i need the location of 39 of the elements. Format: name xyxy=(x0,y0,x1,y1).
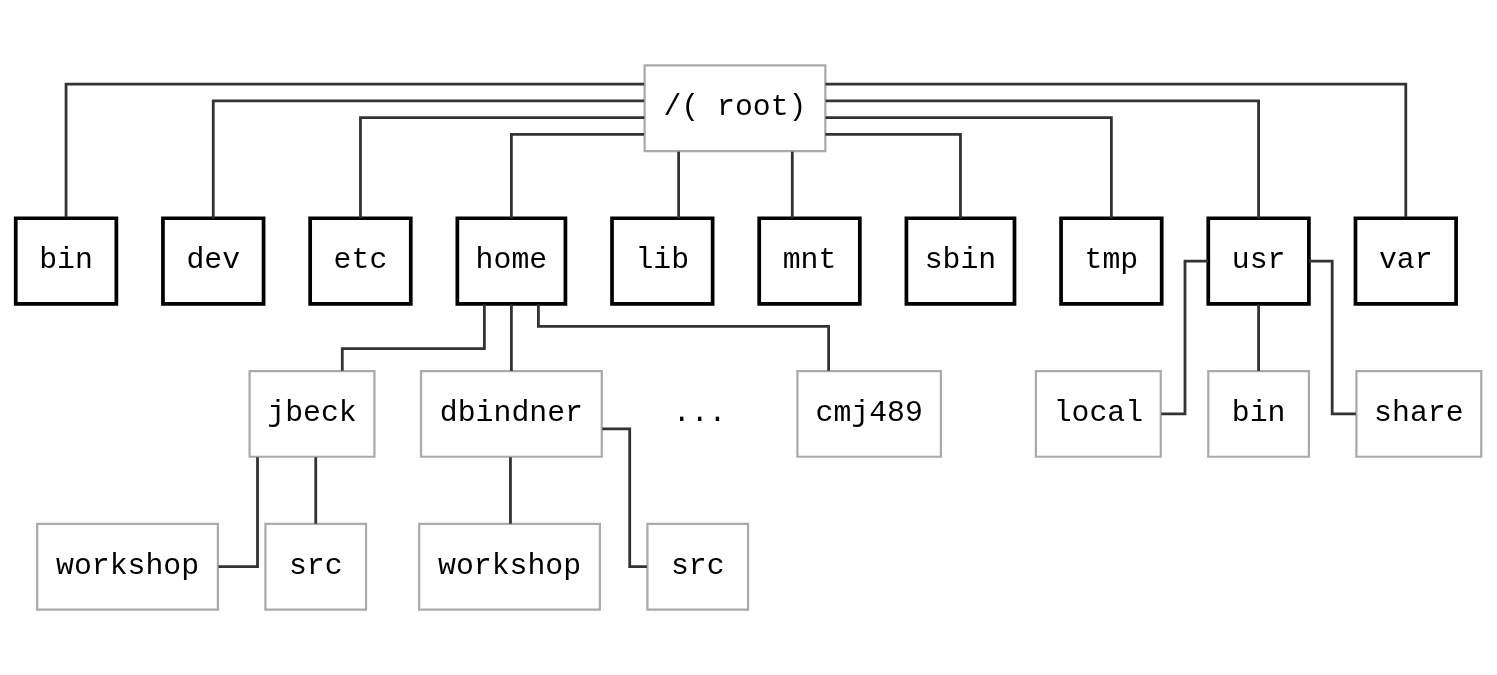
node-box: workshop xyxy=(418,522,601,611)
connector xyxy=(825,116,1113,219)
connector xyxy=(314,457,318,524)
connector xyxy=(825,82,1408,218)
connector xyxy=(825,99,1260,219)
node-box: dbindner xyxy=(419,369,603,458)
connector xyxy=(510,133,645,219)
node-box: cmj489 xyxy=(796,369,942,458)
node-box: tmp xyxy=(1059,216,1164,306)
node-box: mnt xyxy=(757,216,862,306)
connector xyxy=(64,82,645,218)
node-box: workshop xyxy=(36,522,220,611)
connector xyxy=(510,304,513,371)
node-box: dev xyxy=(161,216,266,306)
node-box: lib xyxy=(610,216,715,306)
node-box: /( root) xyxy=(643,64,827,153)
label: ... xyxy=(672,395,727,430)
node-box: jbeck xyxy=(248,369,376,458)
connector xyxy=(509,457,512,524)
connector xyxy=(602,427,647,569)
connector xyxy=(677,151,681,219)
node-box: bin xyxy=(1207,369,1310,458)
node-box: local xyxy=(1034,369,1162,458)
connector xyxy=(790,151,794,219)
connector xyxy=(359,116,645,219)
node-box: bin xyxy=(13,216,119,306)
connector xyxy=(211,99,645,219)
connector xyxy=(825,133,962,219)
node-box: sbin xyxy=(904,216,1017,306)
node-box: usr xyxy=(1206,216,1311,306)
connector xyxy=(537,304,830,371)
node-box: var xyxy=(1353,216,1458,306)
connector xyxy=(218,457,259,569)
node-box: home xyxy=(455,216,568,306)
connector xyxy=(1257,304,1260,371)
node-box: src xyxy=(264,522,368,611)
node-box: etc xyxy=(308,216,413,306)
node-box: share xyxy=(1355,369,1483,458)
node-box: src xyxy=(646,522,750,611)
